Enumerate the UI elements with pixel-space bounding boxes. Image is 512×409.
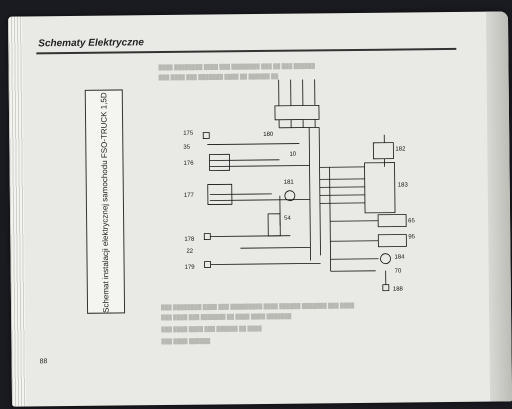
label-95: 95	[408, 234, 415, 240]
label-180: 180	[263, 132, 274, 138]
header-rule	[36, 47, 457, 55]
label-183: 183	[398, 182, 409, 188]
label-10: 10	[289, 152, 296, 158]
label-181: 181	[284, 180, 295, 186]
page-number: 88	[39, 358, 48, 366]
caption-box: Schemat instalacji elektrycznej samochod…	[84, 89, 126, 314]
label-188: 188	[393, 287, 404, 293]
page-edge	[7, 16, 27, 407]
right-page-edge	[485, 11, 512, 402]
label-176: 176	[183, 161, 194, 167]
label-175: 175	[183, 131, 194, 137]
wires	[202, 79, 407, 292]
label-178: 178	[184, 237, 195, 243]
label-182: 182	[395, 146, 406, 152]
diagram-caption: Schemat instalacji elektrycznej samochod…	[99, 92, 111, 313]
label-184: 184	[394, 254, 405, 260]
label-54: 54	[284, 216, 291, 222]
label-65: 65	[408, 218, 415, 224]
label-177: 177	[184, 193, 195, 199]
book-spread: Schematy Elektryczne ████ ████████ ████ …	[7, 11, 512, 407]
label-35: 35	[183, 145, 190, 151]
label-179: 179	[185, 265, 196, 271]
label-22: 22	[186, 249, 193, 255]
wiring-diagram: 175 35 180 10 176 181 177 54 178 22 179 …	[183, 79, 416, 293]
label-70: 70	[395, 269, 402, 275]
page-title: Schematy Elektryczne	[38, 37, 144, 50]
